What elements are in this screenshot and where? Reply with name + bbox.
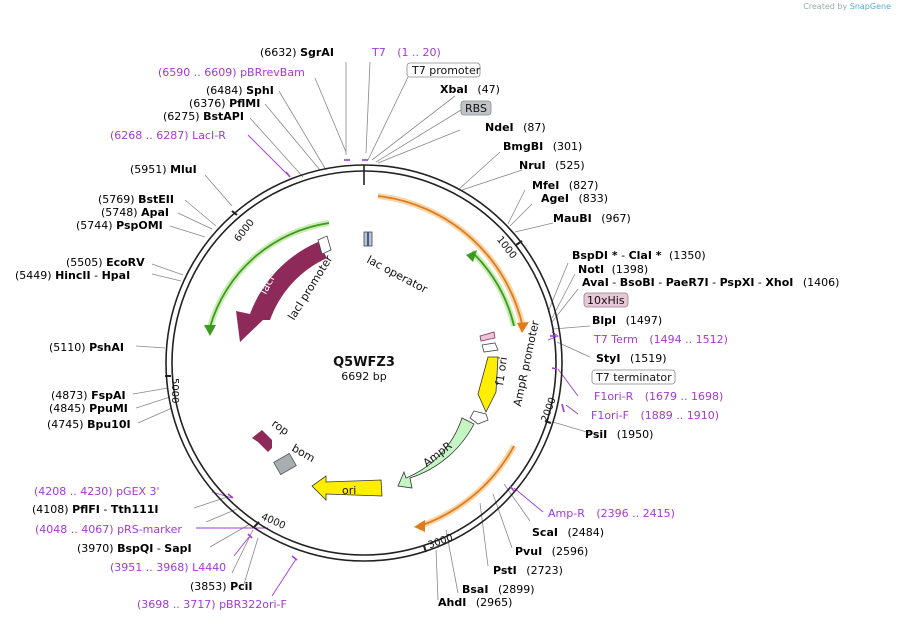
site-bmgbi[interactable]: BmgBI (301)	[503, 140, 582, 153]
site-bpu10i[interactable]: (4745) Bpu10I	[47, 418, 131, 431]
site-laci-r[interactable]: (6268 .. 6287) LacI-R	[110, 129, 226, 142]
site-ndei[interactable]: NdeI (87)	[485, 121, 546, 134]
site-bsai[interactable]: BsaI (2899)	[462, 583, 535, 596]
rop-arrow	[252, 430, 272, 452]
green-arc-right-head	[466, 250, 477, 262]
his-box	[583, 292, 629, 308]
site-ecorv[interactable]: (5505) EcoRV	[66, 256, 145, 269]
green-arc-left	[209, 222, 330, 328]
feature-lac-operator: lac operator	[365, 253, 430, 296]
site-sphi[interactable]: (6484) SphI	[206, 84, 274, 97]
scale-ticks	[165, 210, 552, 553]
site-pbr322ori-f[interactable]: (3698 .. 3717) pBR322ori-F	[137, 598, 287, 611]
site-pcii[interactable]: (3853) PciI	[190, 580, 253, 593]
site-pbrrevbam[interactable]: (6590 .. 6609) pBRrevBam	[158, 66, 305, 79]
f1-ori-arrow	[477, 356, 499, 413]
site-f1ori-f[interactable]: F1ori-F (1889 .. 1910)	[591, 409, 719, 422]
site-mfei[interactable]: MfeI (827)	[532, 179, 598, 192]
site-apai[interactable]: (5748) ApaI	[101, 206, 169, 219]
tick-4000: 4000	[259, 512, 287, 532]
primer-marks	[227, 159, 565, 561]
bom-box	[273, 452, 297, 476]
site-bsteii[interactable]: (5769) BstEII	[98, 193, 174, 206]
label-10xhis: 10xHis	[587, 294, 625, 307]
orange-arc-top-head	[517, 322, 529, 333]
site-ahdi[interactable]: AhdI (2965)	[438, 596, 512, 609]
site-pspomi[interactable]: (5744) PspOMI	[76, 219, 163, 232]
lac-operator-stripe	[367, 232, 369, 246]
label-rbs: RBS	[465, 102, 487, 115]
site-avai-group[interactable]: AvaI - BsoBI - PaeR7I - PspXI - XhoI (14…	[582, 276, 839, 289]
label-t7-promoter: T7 promoter	[411, 64, 481, 77]
tick-3000: 3000	[427, 532, 455, 551]
ori-arrow	[311, 475, 383, 501]
site-pgex3[interactable]: (4208 .. 4230) pGEX 3'	[34, 485, 160, 498]
site-pflfi-tth111i[interactable]: (4108) PflFI - Tth111I	[32, 503, 159, 516]
feature-ori: ori	[342, 484, 356, 497]
site-prs-marker[interactable]: (4048 .. 4067) pRS-marker	[35, 523, 182, 536]
site-agei[interactable]: AgeI (833)	[541, 192, 608, 205]
snapgene-credit: Created by SnapGene	[803, 2, 891, 11]
site-xbai[interactable]: XbaI (47)	[440, 83, 500, 96]
t7-promoter-box	[406, 62, 481, 78]
site-f1ori-r[interactable]: F1ori-R (1679 .. 1698)	[594, 390, 723, 403]
site-psti[interactable]: PstI (2723)	[493, 564, 563, 577]
site-mlui[interactable]: (5951) MluI	[130, 163, 197, 176]
orange-arc-bottom-head	[414, 520, 425, 532]
tick-5000: 5000	[169, 378, 180, 403]
site-maubi[interactable]: MauBI (967)	[553, 212, 631, 225]
orange-arc-top-glow	[377, 193, 526, 329]
site-blpi[interactable]: BlpI (1497)	[592, 314, 662, 327]
site-fspai[interactable]: (4873) FspAI	[51, 389, 126, 402]
site-amp-r[interactable]: Amp-R (2396 .. 2415)	[548, 507, 675, 520]
green-arc-left-head	[204, 325, 216, 336]
ampr-promoter-arrow	[469, 410, 489, 425]
label-t7-terminator: T7 terminator	[595, 371, 672, 384]
site-pflmi[interactable]: (6376) PflMI	[189, 97, 260, 110]
site-sgrai[interactable]: (6632) SgrAI	[260, 46, 334, 59]
site-bspqi-sapi[interactable]: (3970) BspQI - SapI	[77, 542, 192, 555]
t7-terminator-box	[591, 369, 676, 385]
site-bspdi-clai[interactable]: BspDI * - ClaI * (1350)	[572, 249, 706, 262]
site-styi[interactable]: StyI (1519)	[596, 352, 667, 365]
site-pshai[interactable]: (5110) PshAI	[49, 341, 124, 354]
primer-leaders	[196, 134, 579, 597]
site-bstapi[interactable]: (6275) BstAPI	[163, 110, 244, 123]
site-noti[interactable]: NotI (1398)	[578, 263, 648, 276]
orange-arc-bottom	[419, 445, 515, 527]
site-l4440[interactable]: (3951 .. 3968) L4440	[110, 561, 226, 574]
snapgene-logo: SnapGene	[849, 2, 891, 11]
site-ppumi[interactable]: (4845) PpuMI	[49, 402, 128, 415]
tick-1000: 1000	[494, 234, 518, 261]
orange-arc-top	[377, 195, 524, 329]
laci-promoter-arrow	[317, 235, 332, 255]
green-arc-right	[471, 251, 515, 327]
his-tag-mark	[479, 331, 496, 342]
feature-f1-ori: f1 ori	[493, 356, 510, 386]
ampr-gene-arrow	[397, 417, 475, 489]
feature-rop: rop	[269, 417, 291, 438]
tick-6000: 6000	[233, 217, 257, 244]
site-pvui[interactable]: PvuI (2596)	[515, 545, 588, 558]
site-scai[interactable]: ScaI (2484)	[532, 526, 604, 539]
laci-gene-arrow	[236, 242, 327, 342]
feature-ampr-promoter: AmpR promoter	[511, 319, 542, 408]
site-psii[interactable]: PsiI (1950)	[585, 428, 653, 441]
site-hincii-hpai[interactable]: (5449) HincII - HpaI	[15, 269, 130, 282]
plasmid-size: 6692 bp	[341, 370, 386, 383]
site-t7-term[interactable]: T7 Term (1494 .. 1512)	[593, 333, 728, 346]
site-nrui[interactable]: NruI (525)	[519, 159, 585, 172]
t7-term-mark	[481, 342, 499, 353]
rbs-box	[460, 100, 492, 116]
plasmid-name: Q5WFZ3	[333, 355, 395, 370]
site-t7[interactable]: T7 (1 .. 20)	[371, 46, 441, 59]
